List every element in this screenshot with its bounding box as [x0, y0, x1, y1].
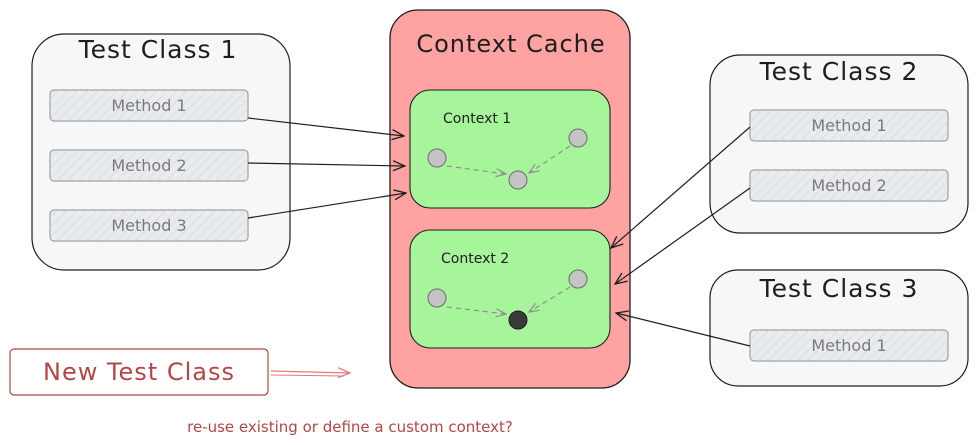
method-label: Method 2: [811, 176, 886, 195]
method-label: Method 1: [111, 96, 186, 115]
method-label: Method 2: [111, 156, 186, 175]
new-test-class-label: New Test Class: [43, 358, 235, 386]
arrow-shaft-icon: [270, 374, 345, 377]
dependency-arrow-icon: [529, 286, 571, 312]
connectors: [247, 117, 751, 347]
context-1: Context 1: [409, 89, 611, 209]
dependency-arrow-icon: [446, 306, 506, 314]
context-1-label: Context 1: [443, 111, 511, 127]
test-class-1-method-3: Method 3: [49, 209, 249, 242]
context-2-box: [409, 229, 611, 349]
question-text: re-use existing or define a custom conte…: [187, 418, 513, 436]
test-class-1-method-1: Method 1: [49, 89, 249, 122]
context-cache-title: Context Cache: [416, 30, 605, 58]
test-class-2-method-2: Method 2: [749, 169, 949, 202]
test-class-3: Test Class 3 Method 1: [709, 269, 969, 387]
arrow-icon: [247, 193, 406, 219]
method-label: Method 1: [811, 336, 886, 355]
test-class-2-title: Test Class 2: [759, 57, 919, 86]
new-test-class: New Test Class: [9, 348, 350, 396]
arrow-icon: [247, 163, 405, 166]
test-class-3-title: Test Class 3: [759, 274, 919, 303]
context-cache: Context Cache Context 1 Context 2: [389, 9, 631, 389]
circle-node-icon: [568, 269, 588, 289]
circle-node-icon: [508, 170, 528, 190]
test-class-3-method-1: Method 1: [749, 329, 949, 362]
circle-node-icon: [568, 128, 588, 148]
context-2: Context 2: [409, 229, 611, 349]
method-label: Method 3: [111, 216, 186, 235]
circle-node-icon: [427, 148, 447, 168]
context-1-box: [409, 89, 611, 209]
new-test-class-box: [9, 348, 269, 396]
arrow-icon: [270, 371, 350, 373]
arrow-icon: [615, 187, 751, 284]
arrow-icon: [247, 117, 404, 136]
arrow-icon: [611, 126, 751, 248]
dependency-arrow-icon: [446, 165, 506, 174]
circle-node-icon: [427, 288, 447, 308]
test-class-1-method-2: Method 2: [49, 149, 249, 182]
context-2-label: Context 2: [441, 251, 509, 267]
test-class-2-method-1: Method 1: [749, 109, 949, 142]
arrow-icon: [616, 313, 751, 347]
method-label: Method 1: [811, 116, 886, 135]
test-class-2: Test Class 2 Method 1 Method 2: [709, 54, 969, 234]
test-class-1-title: Test Class 1: [78, 35, 238, 64]
test-class-1: Test Class 1 Method 1 Method 2 Method 3: [31, 33, 291, 271]
circle-node-dark-icon: [508, 310, 528, 330]
dependency-arrow-icon: [529, 145, 571, 173]
